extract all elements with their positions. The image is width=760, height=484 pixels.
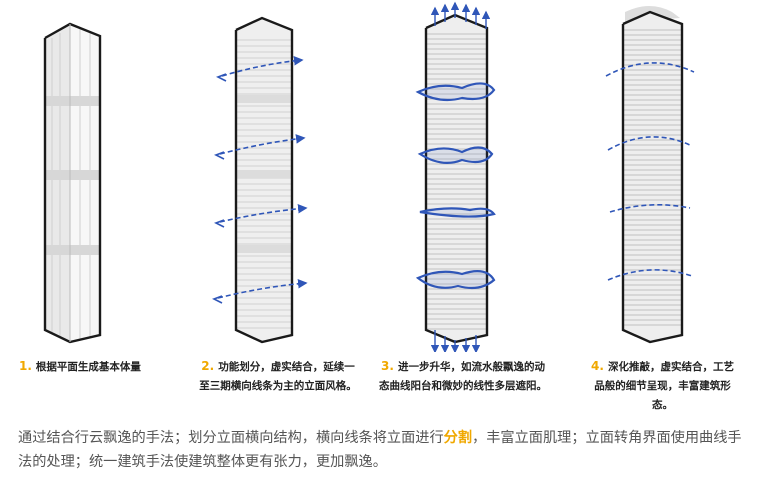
description-paragraph: 通过结合行云飘逸的手法；划分立面横向结构，横向线条将立面进行分割，丰富立面肌理；… [18,426,748,474]
description-highlight: 分割 [443,430,473,446]
caption-3-line-1: 进一步升华，如流水般飘逸的动 [397,361,545,373]
caption-1-number: 1. [19,359,32,373]
caption-1: 1.根据平面生成基本体量 [19,357,184,377]
caption-2-line-2: 至三期横向线条为主的立面风格。 [199,380,357,392]
caption-3-line-2: 态曲线阳台和微妙的线性多层遮阳。 [379,380,547,392]
caption-4-line-3: 态。 [652,399,673,411]
diagram-area [43,1,695,352]
caption-2-line-1: 功能划分，虚实结合，延续一 [218,361,355,373]
caption-4-line-2: 品般的细节呈现，丰富建筑形 [594,380,731,392]
caption-2-number: 2. [201,359,215,373]
caption-4-line-1: 深化推敲，虚实结合，工艺 [607,361,734,373]
tower-3 [415,1,496,352]
tower-1 [43,22,102,344]
caption-2: 2.功能划分，虚实结合，延续一 至三期横向线条为主的立面风格。 [188,357,368,396]
description-part-1: 通过结合行云飘逸的手法；划分立面横向结构，横向线条将立面进行 [18,430,444,446]
tower-4 [605,6,695,344]
caption-3: 3.进一步升华，如流水般飘逸的动 态曲线阳台和微妙的线性多层遮阳。 [378,357,548,396]
caption-4: 4.深化推敲，虚实结合，工艺 品般的细节呈现，丰富建筑形 态。 [585,357,740,415]
towers-diagram [43,1,695,352]
caption-3-number: 3. [381,359,394,373]
tower-2 [212,16,308,344]
caption-1-line-1: 根据平面生成基本体量 [35,361,141,373]
caption-4-number: 4. [591,359,604,373]
description-part-2: ，丰富立面肌理；立面转角界面使用曲线手法的处理；统一建筑手法使建筑整体更有张力，… [18,430,742,470]
